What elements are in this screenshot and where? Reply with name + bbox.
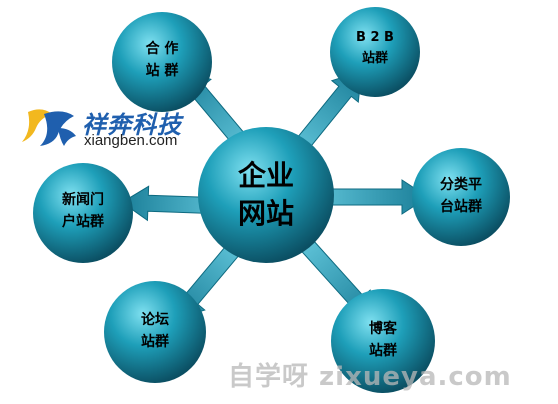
logo-english: xiangben.com <box>84 132 178 149</box>
logo-mark-icon <box>22 109 76 146</box>
center-node <box>198 127 334 263</box>
watermark: 自学呀 zixueya.com <box>228 362 512 392</box>
center-line2: 网站 <box>237 196 294 230</box>
node-luntan <box>104 281 206 383</box>
label-b2b: B 2 B 站群 <box>356 30 394 66</box>
center-label: 企业 网站 <box>230 157 302 233</box>
node-fenlei <box>412 148 510 246</box>
node-boke <box>331 289 435 393</box>
label-fenlei: 分类平 台站群 <box>440 177 482 216</box>
logo-chinese: 祥奔科技 <box>82 111 182 139</box>
node-hezuo <box>112 12 212 112</box>
label-luntan: 论坛 站群 <box>141 312 169 351</box>
label-hezuo: 合 作 站 群 <box>145 41 179 80</box>
label-boke: 博客 站群 <box>369 321 397 360</box>
label-xinwen: 新闻门 户站群 <box>62 192 104 231</box>
center-line1: 企业 <box>237 159 294 192</box>
node-xinwen <box>33 163 133 263</box>
node-b2b <box>330 7 420 97</box>
